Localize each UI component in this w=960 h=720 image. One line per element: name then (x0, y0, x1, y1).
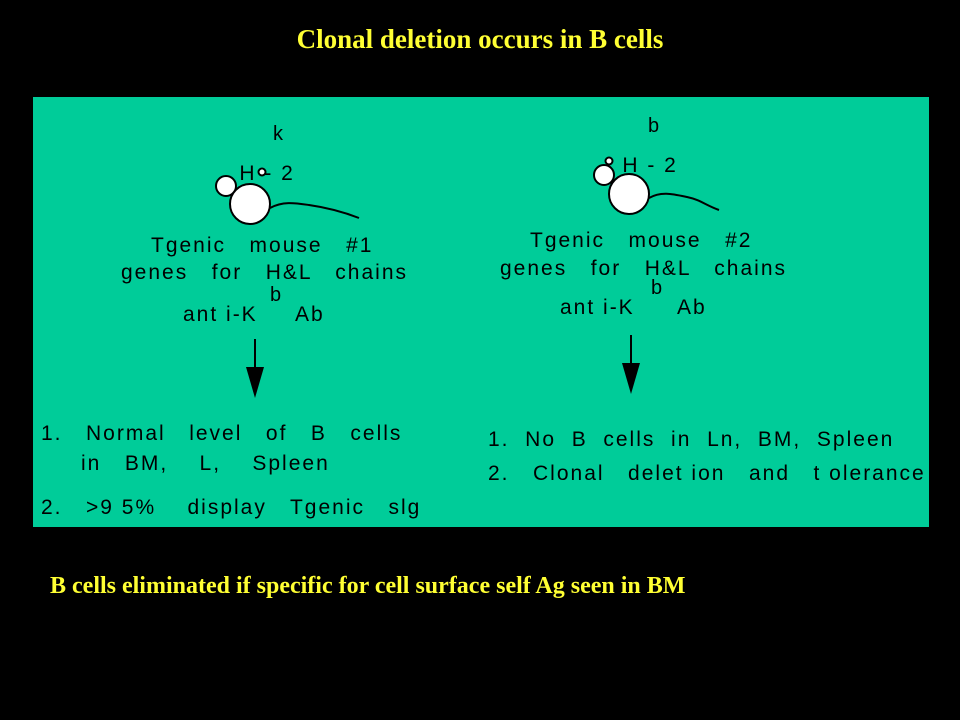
right-result-1: 1. No B cells in Ln, BM, Spleen (488, 428, 895, 451)
right-haplotype-label: H - 2 (591, 134, 678, 197)
right-antibody-prefix: ant i-K (560, 296, 635, 319)
left-haplotype-superscript: k (273, 123, 283, 145)
right-genes-label: genes for H&L chains (500, 257, 788, 280)
right-antibody-superscript: b (651, 277, 663, 299)
left-result-1-line-1: 1. Normal level of B cells (41, 422, 403, 445)
slide-footer: B cells eliminated if specific for cell … (50, 573, 686, 599)
right-down-arrow (622, 335, 640, 394)
right-haplotype: H - 2 (622, 154, 678, 177)
diagram-graphics (215, 156, 720, 398)
right-haplotype-superscript: b (648, 115, 660, 137)
left-result-1-line-2: in BM, L, Spleen (81, 452, 330, 475)
right-antibody-suffix: Ab (677, 296, 707, 319)
left-mouse-icon (215, 167, 360, 225)
left-haplotype-label: H - 2 (208, 142, 295, 205)
right-result-2: 2. Clonal delet ion and t olerance (488, 462, 926, 485)
slide-title: Clonal deletion occurs in B cells (296, 24, 664, 54)
left-antibody-prefix: ant i-K (183, 303, 258, 326)
right-mouse-label: Tgenic mouse #2 (530, 229, 753, 252)
left-antibody-suffix: Ab (295, 303, 325, 326)
left-mouse-label: Tgenic mouse #1 (151, 234, 374, 257)
left-haplotype: H - 2 (239, 162, 295, 185)
diagram-panel: H - 2 k Tgenic mouse #1 genes for H&L ch… (33, 97, 929, 527)
right-mouse-icon (593, 156, 720, 215)
left-result-2: 2. >9 5% display Tgenic slg (41, 496, 422, 519)
left-genes-label: genes for H&L chains (121, 261, 409, 284)
left-down-arrow (246, 339, 264, 398)
left-antibody-superscript: b (270, 284, 282, 306)
